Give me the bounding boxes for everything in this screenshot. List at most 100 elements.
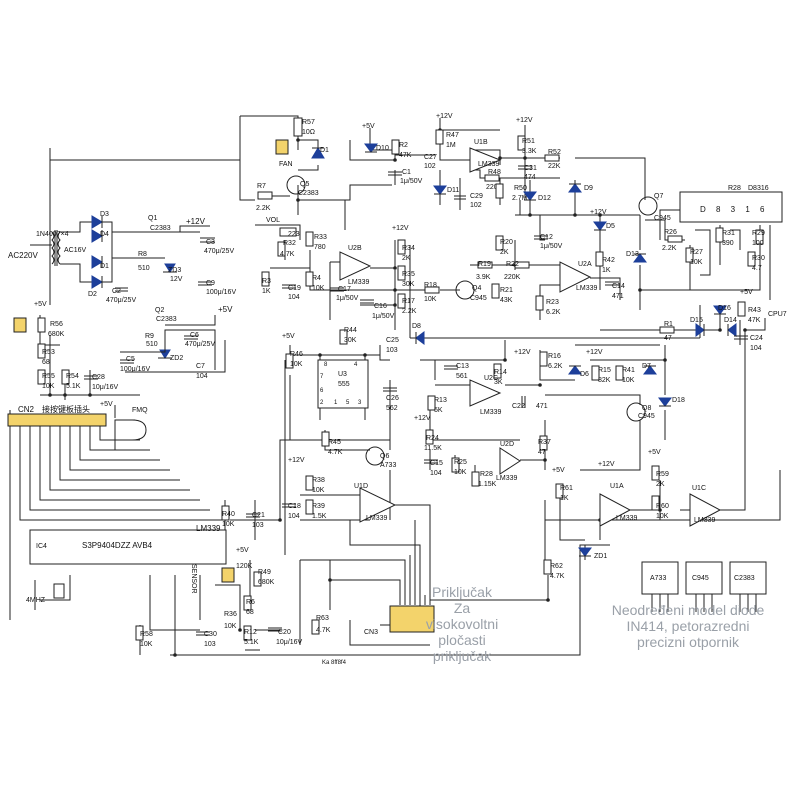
plus12-rail-top: +12V bbox=[436, 113, 453, 120]
r15-value: 82K bbox=[598, 377, 611, 384]
legend-a733-package bbox=[641, 561, 679, 595]
resistor-r7 bbox=[257, 191, 273, 200]
transformer-secondary-label: AC16V bbox=[64, 247, 87, 254]
diode-d11 bbox=[433, 185, 447, 195]
resistor-r50 bbox=[495, 183, 504, 199]
transistor-legend: A733 C945 C2383 bbox=[641, 561, 767, 612]
r13-label: R13 bbox=[434, 397, 447, 404]
zd1-label: ZD1 bbox=[594, 553, 607, 560]
resistor-r23 bbox=[535, 295, 544, 311]
display-chip-label: D8316 bbox=[748, 185, 769, 192]
resistor-r18 bbox=[424, 286, 440, 294]
c31-value: 474 bbox=[524, 174, 536, 181]
resistor-r38 bbox=[305, 475, 314, 491]
r6-label: R6 bbox=[246, 599, 255, 606]
diode-d8 bbox=[415, 331, 425, 345]
mcu-lm339-label: LM339 bbox=[196, 524, 221, 533]
u1c-type: LM339 bbox=[694, 517, 716, 524]
c6-label: C6 bbox=[190, 332, 199, 339]
d14-label: D14 bbox=[724, 317, 737, 324]
plus12-rail-r24: +12V bbox=[414, 415, 431, 422]
resistor-r27 bbox=[685, 247, 694, 263]
c5-value: 100μ/16V bbox=[120, 366, 150, 373]
u3-label: U3 bbox=[338, 371, 347, 378]
d7-label: D7 bbox=[642, 363, 651, 370]
r61-value: 1K bbox=[560, 495, 569, 502]
r2-label: R2 bbox=[399, 142, 408, 149]
plus12-rail-u1a: +12V bbox=[598, 461, 615, 468]
r7-label: R7 bbox=[257, 183, 266, 190]
r8-label: R8 bbox=[138, 251, 147, 258]
resistor-r52 bbox=[544, 154, 560, 162]
r18-value: 10K bbox=[424, 296, 437, 303]
r7-value: 2.2K bbox=[256, 205, 271, 212]
resistor-r25 bbox=[451, 457, 460, 473]
cn3-annotation: Priključak Za visokovoltni pločasti prik… bbox=[412, 584, 512, 664]
legend-c2383-package bbox=[729, 561, 767, 595]
d16-label: D16 bbox=[718, 305, 731, 312]
resistor-r24 bbox=[425, 429, 434, 445]
r24-value: 11.5K bbox=[424, 445, 442, 452]
resistor-r1 bbox=[659, 326, 675, 334]
resistor-r35 bbox=[397, 265, 406, 281]
r9-label: R9 bbox=[145, 333, 154, 340]
r62-label: R62 bbox=[550, 563, 563, 570]
c30-label: C30 bbox=[204, 631, 217, 638]
q5-label: Q5 bbox=[300, 181, 309, 188]
keypad-side-connector bbox=[13, 317, 27, 333]
diode-d7 bbox=[643, 365, 657, 375]
r40-value: 10K bbox=[222, 521, 235, 528]
q5-type: C2383 bbox=[298, 190, 319, 197]
u2c-type: LM339 bbox=[480, 409, 502, 416]
c22-value: 471 bbox=[536, 403, 548, 410]
comparator-u1c bbox=[689, 493, 722, 527]
q8-type: C945 bbox=[638, 413, 655, 420]
r48-value: 220K bbox=[486, 184, 503, 191]
resistor-r62 bbox=[543, 559, 552, 575]
cn2-keypad-connector bbox=[7, 413, 107, 427]
c1-value: 1μ/50V bbox=[400, 178, 423, 185]
u2d-label: U2D bbox=[500, 441, 514, 448]
u2b-type: LM339 bbox=[348, 279, 370, 286]
u1a-label: U1A bbox=[610, 483, 624, 490]
q7-label: Q7 bbox=[654, 193, 663, 200]
r16-value: 6.2K bbox=[548, 363, 563, 370]
r50-label: R50 bbox=[514, 185, 527, 192]
zener-zd1 bbox=[578, 547, 592, 557]
r43-value: 47K bbox=[748, 317, 761, 324]
d10-label: D10 bbox=[376, 145, 389, 152]
q7-type: C945 bbox=[654, 215, 671, 222]
c2-value: 470μ/25V bbox=[106, 297, 136, 304]
r14-label: R14 bbox=[494, 369, 507, 376]
plus12-rail-r38: +12V bbox=[288, 457, 305, 464]
fan-connector bbox=[275, 139, 289, 155]
r49-value: 680K bbox=[258, 579, 275, 586]
wires bbox=[9, 115, 781, 656]
d3-label: D3 bbox=[100, 211, 109, 218]
diode-d13 bbox=[633, 253, 647, 263]
resistor-r21 bbox=[491, 283, 500, 299]
c7-value: 104 bbox=[196, 373, 208, 380]
r16-label: R16 bbox=[548, 353, 561, 360]
legend-c945: C945 bbox=[692, 575, 709, 582]
resistor-r42 bbox=[595, 251, 604, 267]
transistor-q6 bbox=[365, 446, 385, 466]
resistor-r39 bbox=[305, 499, 314, 515]
r57-label: R57 bbox=[302, 119, 315, 126]
r35-value: 30K bbox=[402, 281, 415, 288]
c12-value: 1μ/50V bbox=[540, 243, 563, 250]
power-supply: AC220V 1N4007×4 AC16V D3 D4 D1 D2 Q1 C23… bbox=[8, 211, 236, 380]
resistor-r28 bbox=[471, 471, 480, 487]
ic4-mcu bbox=[29, 529, 227, 565]
r46-value: 10K bbox=[290, 361, 303, 368]
r32-value: 4.7K bbox=[280, 251, 295, 258]
r29-label: R29 bbox=[752, 230, 765, 237]
crystal-4mhz bbox=[53, 583, 65, 599]
r60-value: 10K bbox=[656, 513, 669, 520]
r61-label: R61 bbox=[560, 485, 573, 492]
resistor-r60 bbox=[651, 495, 660, 511]
u1c-label: U1C bbox=[692, 485, 706, 492]
c7-label: C7 bbox=[196, 363, 205, 370]
resistor-r6 bbox=[243, 595, 252, 611]
